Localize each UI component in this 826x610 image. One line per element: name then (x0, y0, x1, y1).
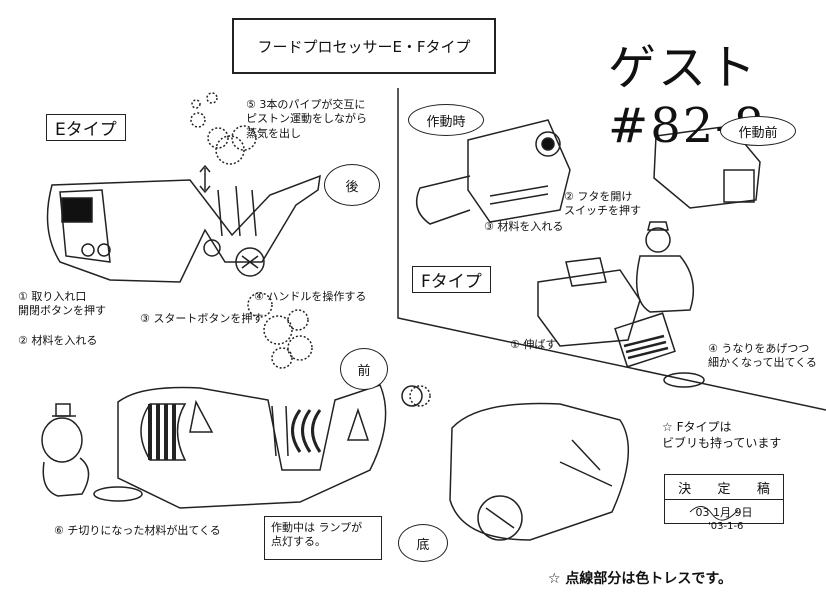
note-step6: ⑥ チ切りになった材料が出てくる (54, 524, 221, 537)
stamp-char-3: 稿 (756, 481, 770, 497)
note-step4: ④ ハンドルを操作する (254, 290, 367, 303)
front-bubble: 前 (340, 348, 388, 390)
title-box: フードプロセッサーE・Fタイプ (232, 18, 496, 74)
f-main-body (537, 269, 641, 347)
note-step3: ③ スタートボタンを押す (140, 312, 264, 325)
bottom-view-body (449, 402, 630, 541)
stamp-char-1: 決 (678, 481, 692, 497)
title-text: フードプロセッサーE・Fタイプ (257, 37, 471, 56)
before-bubble: 作動前 (720, 116, 796, 146)
note-step2: ② 材料を入れる (18, 334, 98, 347)
panel-divider (397, 88, 826, 411)
e-front-body (117, 384, 387, 509)
stamp-header: 決 定 稿 (665, 475, 783, 499)
guest-number: ゲスト#82-8 (608, 40, 767, 154)
note-lamp: 作動中は ランプが 点灯する。 (264, 516, 382, 560)
note-extend: ① 伸ばす (510, 338, 557, 351)
active-bubble: 作動時 (408, 104, 484, 136)
back-bubble: 後 (324, 164, 380, 206)
note-step1: ① 取り入れ口 開閉ボタンを押す (18, 290, 106, 318)
footer-note: ☆ 点線部分は色トレスです。 (548, 571, 733, 587)
note-groan: ④ うなりをあげつつ 細かくなって出てくる (708, 342, 817, 370)
e-type-label: Eタイプ (46, 114, 126, 141)
stamp-char-2: 定 (717, 481, 731, 497)
note-bite: ☆ Fタイプは ビブリも持っています (662, 420, 782, 450)
bottom-bubble: 底 (398, 524, 448, 562)
signature-date: '03-1-6 (708, 521, 744, 532)
approval-stamp: 決 定 稿 03 1月 9日 (664, 474, 784, 524)
stamp-date: 03 1月 9日 (665, 499, 783, 524)
note-pipes: ⑤ 3本のパイプが交互に ピストン運動をしながら 蒸気を出し (246, 98, 367, 140)
f-type-label: Fタイプ (412, 266, 491, 293)
f-active-body (467, 119, 571, 223)
note-lid: ② フタを開け スイッチを押す (564, 190, 641, 218)
note-material: ③ 材料を入れる (484, 220, 564, 233)
e-back-body (46, 174, 321, 283)
